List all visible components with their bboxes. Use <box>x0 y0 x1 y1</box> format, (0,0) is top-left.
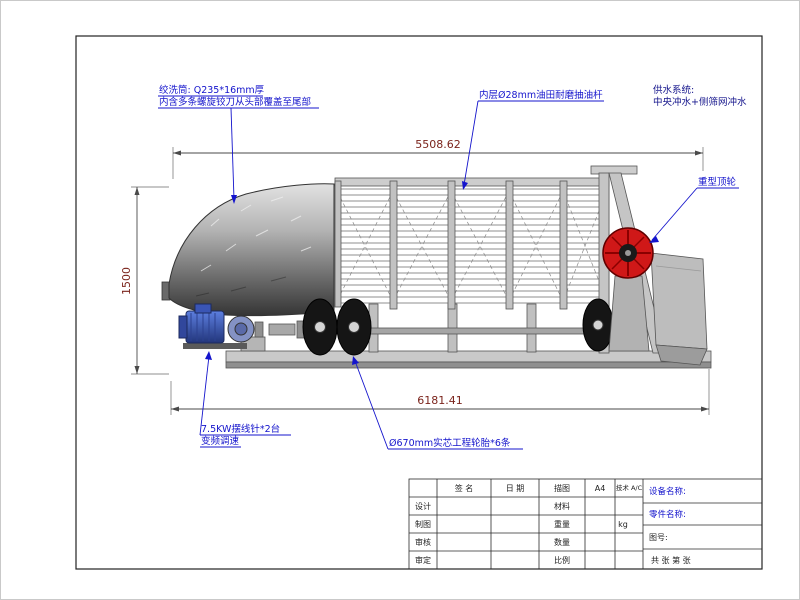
drum-highlights <box>200 196 312 272</box>
discharge-chute <box>650 252 708 366</box>
front-tires <box>302 298 372 356</box>
drum-shell <box>168 183 335 317</box>
motor-base <box>183 343 247 349</box>
tb-row-design: 设计 <box>415 501 431 511</box>
screen-bars <box>337 188 607 304</box>
tb-device-name-label: 设备名称: <box>649 486 686 497</box>
dimension-left: 1500 <box>120 186 169 375</box>
scrubber-drum <box>161 183 335 317</box>
dim-bottom-value: 6181.41 <box>417 394 463 407</box>
motor-body <box>185 310 225 344</box>
dim-left-value: 1500 <box>120 267 133 295</box>
dimension-bottom: 6181.41 <box>170 369 710 415</box>
tb-sign-header: 签 名 <box>455 483 474 493</box>
tb-row-draft: 制图 <box>415 519 431 529</box>
callout-motor: 7.5KW摆线针*2台 变频调速 <box>199 351 291 448</box>
tb-kg-unit: kg <box>618 520 628 529</box>
tb-drawing-no-label: 图号: <box>649 533 668 542</box>
trommel-screen-cage <box>334 177 610 310</box>
dim-top-value: 5508.62 <box>415 138 461 151</box>
tb-qty-label: 数量 <box>554 537 570 547</box>
heavy-duty-top-wheel <box>602 227 654 352</box>
callout-rods-text: 内层Ø28mm油田耐磨抽油杆 <box>479 89 603 101</box>
tb-scale-label: 比例 <box>554 555 570 565</box>
callout-water-system: 供水系统: 中央冲水+侧筛网冲水 <box>653 84 747 108</box>
cross-braces <box>336 190 608 302</box>
tb-paper-size: A4 <box>595 484 606 493</box>
tb-part-name-label: 零件名称: <box>649 509 686 520</box>
callout-top-wheel: 重型顶轮 <box>649 176 739 243</box>
callout-motor-line1: 7.5KW摆线针*2台 <box>201 423 280 435</box>
tb-date-header: 日 期 <box>506 484 525 493</box>
callout-water-line1: 供水系统: <box>653 84 694 96</box>
dimension-top: 5508.62 <box>172 138 704 179</box>
callout-wear-rods: 内层Ø28mm油田耐磨抽油杆 <box>462 89 604 190</box>
drive-motor-assembly <box>178 303 306 349</box>
tb-material-label: 材料 <box>554 501 570 511</box>
callout-drum: 绞洗筒: Q235*16mm厚 内含多条螺旋铰刀从头部覆盖至尾部 <box>158 84 319 204</box>
title-block: 签 名 日 期 描图 A4 技术 A/C 设计 制图 审核 审定 材料 重量 数… <box>408 478 763 570</box>
drum-shadows <box>195 276 287 297</box>
tb-trace-header: 描图 <box>554 483 570 493</box>
tb-weight-label: 重量 <box>554 519 570 529</box>
callout-motor-line2: 变频调速 <box>201 435 240 447</box>
callout-drum-line1: 绞洗筒: Q235*16mm厚 <box>159 84 265 96</box>
callout-tires: Ø670mm实芯工程轮胎*6条 <box>352 356 523 450</box>
callout-drum-line2: 内含多条螺旋铰刀从头部覆盖至尾部 <box>159 96 311 108</box>
tb-sheet-count: 共 张 第 张 <box>651 555 691 565</box>
callout-top-wheel-text: 重型顶轮 <box>698 176 737 188</box>
tb-row-approve: 审定 <box>415 555 431 565</box>
callout-tires-text: Ø670mm实芯工程轮胎*6条 <box>389 437 511 449</box>
tb-row-check: 审核 <box>415 537 431 547</box>
callout-water-line2: 中央冲水+侧筛网冲水 <box>653 96 747 108</box>
rear-tire-hub <box>592 319 604 331</box>
tb-revision: 技术 A/C <box>616 483 643 492</box>
